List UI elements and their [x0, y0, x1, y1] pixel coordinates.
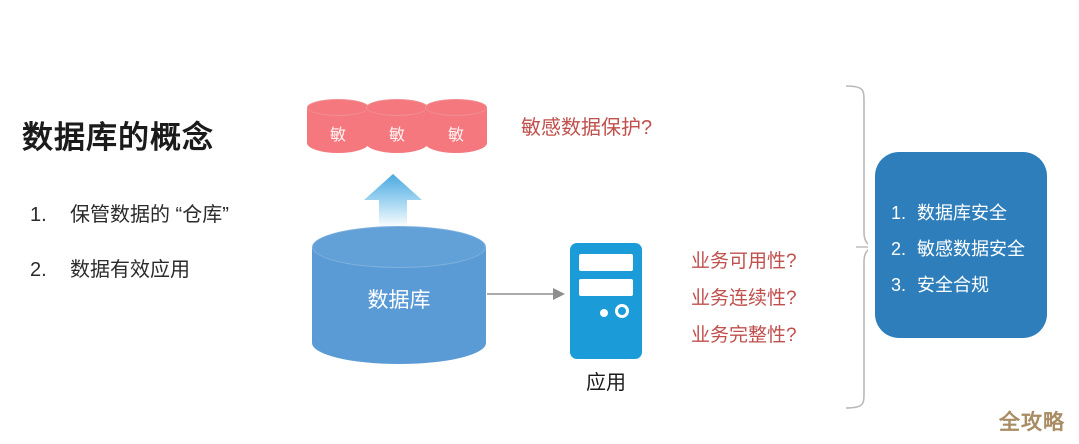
server-slot-1 — [579, 254, 633, 271]
flow-arrow-icon — [487, 288, 565, 300]
bullet-text-2: 数据有效应用 — [70, 259, 190, 281]
conclusion-item-1: 1. 数据库安全 — [891, 199, 1007, 225]
cylinder-top-ellipse — [425, 99, 487, 116]
conclusion-text-2: 敏感数据安全 — [917, 239, 1025, 259]
cylinder-top-ellipse — [312, 226, 486, 268]
bullet-item-2: 2. 数据有效应用 — [30, 253, 190, 282]
application-server-icon — [570, 243, 642, 359]
database-cylinder: 数据库 — [312, 226, 486, 364]
question-business-integrity: 业务完整性? — [691, 325, 797, 346]
sensitive-data-cylinder-3: 敏 — [425, 99, 487, 159]
cylinder-top-ellipse — [307, 99, 369, 116]
conclusion-text-1: 数据库安全 — [917, 203, 1007, 223]
server-slot-2 — [579, 279, 633, 296]
watermark: 全攻略 — [999, 411, 1065, 434]
conclusion-box: 1. 数据库安全 2. 敏感数据安全 3. 安全合规 — [875, 152, 1047, 338]
bullet-item-1: 1. 保管数据的 “仓库” — [30, 198, 229, 227]
conclusion-number-1: 1. — [891, 203, 907, 223]
conclusion-number-3: 3. — [891, 275, 907, 295]
conclusion-text-3: 安全合规 — [917, 275, 989, 295]
database-label: 数据库 — [367, 289, 431, 312]
server-power-button-icon — [615, 304, 629, 318]
page-title: 数据库的概念 — [22, 120, 214, 155]
question-sensitive-data-protection: 敏感数据保护? — [521, 117, 653, 139]
up-arrow-icon — [364, 174, 422, 228]
sensitive-glyph-3: 敏 — [447, 127, 464, 144]
sensitive-data-cylinder-1: 敏 — [307, 99, 369, 159]
bullet-number-1: 1. — [30, 204, 47, 226]
application-label: 应用 — [586, 372, 626, 394]
conclusion-number-2: 2. — [891, 239, 907, 259]
bullet-text-1: 保管数据的 “仓库” — [70, 204, 229, 226]
conclusion-item-2: 2. 敏感数据安全 — [891, 235, 1025, 261]
sensitive-glyph-2: 敏 — [388, 127, 405, 144]
sensitive-data-cylinder-2: 敏 — [366, 99, 428, 159]
conclusion-item-3: 3. 安全合规 — [891, 271, 989, 297]
bullet-number-2: 2. — [30, 259, 47, 281]
question-business-continuity: 业务连续性? — [691, 288, 797, 309]
sensitive-glyph-1: 敏 — [329, 127, 346, 144]
question-business-availability: 业务可用性? — [691, 251, 797, 272]
cylinder-top-ellipse — [366, 99, 428, 116]
server-led-icon — [600, 309, 608, 317]
curly-brace-icon — [845, 85, 868, 409]
